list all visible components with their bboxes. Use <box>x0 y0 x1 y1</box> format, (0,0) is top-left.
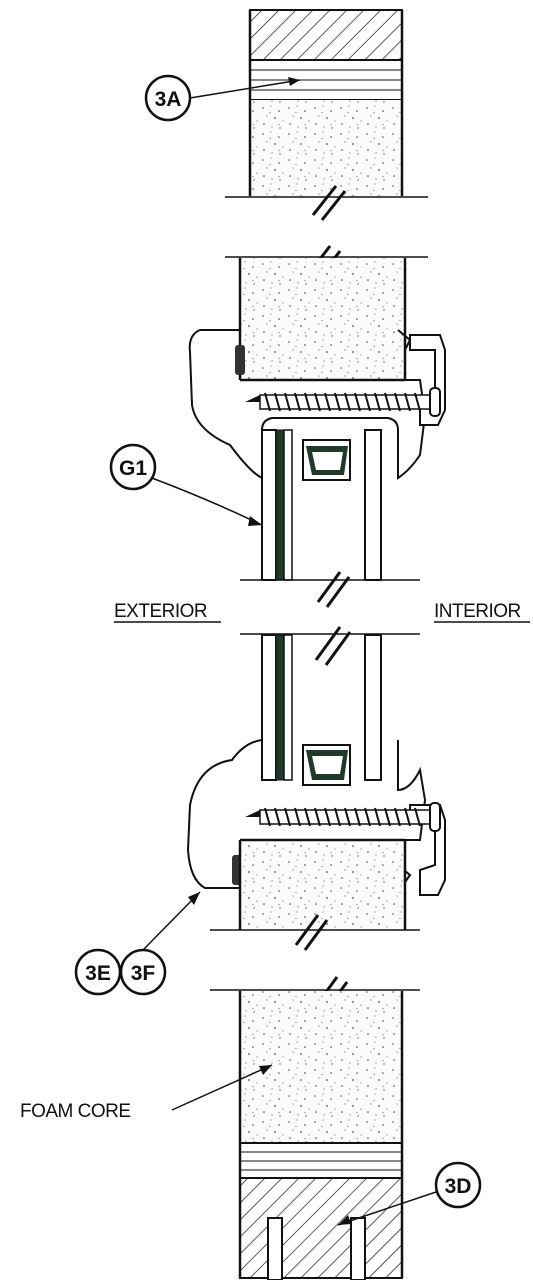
callout-3a: 3A <box>144 74 301 122</box>
upper-stile <box>238 258 407 382</box>
lower-screw <box>245 802 441 832</box>
exterior-label-group: EXTERIOR <box>114 601 221 623</box>
svg-text:G1: G1 <box>119 457 147 480</box>
foam-core-label-group: FOAM CORE <box>20 1064 273 1122</box>
interior-label-group: INTERIOR <box>434 601 530 623</box>
top-stile <box>248 9 404 196</box>
exterior-label: EXTERIOR <box>114 601 207 622</box>
lower-stile <box>238 838 407 930</box>
interior-label: INTERIOR <box>434 601 521 622</box>
svg-text:3A: 3A <box>155 88 182 111</box>
bottom-rail <box>238 991 404 1280</box>
svg-text:3F: 3F <box>131 962 156 985</box>
svg-text:3D: 3D <box>445 1175 472 1198</box>
foam-core-label: FOAM CORE <box>20 1101 131 1122</box>
callout-3e-3f: 3E 3F <box>74 891 201 996</box>
callout-g1: G1 <box>109 443 263 526</box>
glass-unit-upper <box>261 429 382 581</box>
glass-unit-lower <box>261 634 382 786</box>
top-foam-core <box>250 100 402 196</box>
svg-text:3E: 3E <box>85 962 111 985</box>
upper-screw <box>245 387 441 417</box>
callout-3d: 3D <box>337 1161 482 1226</box>
